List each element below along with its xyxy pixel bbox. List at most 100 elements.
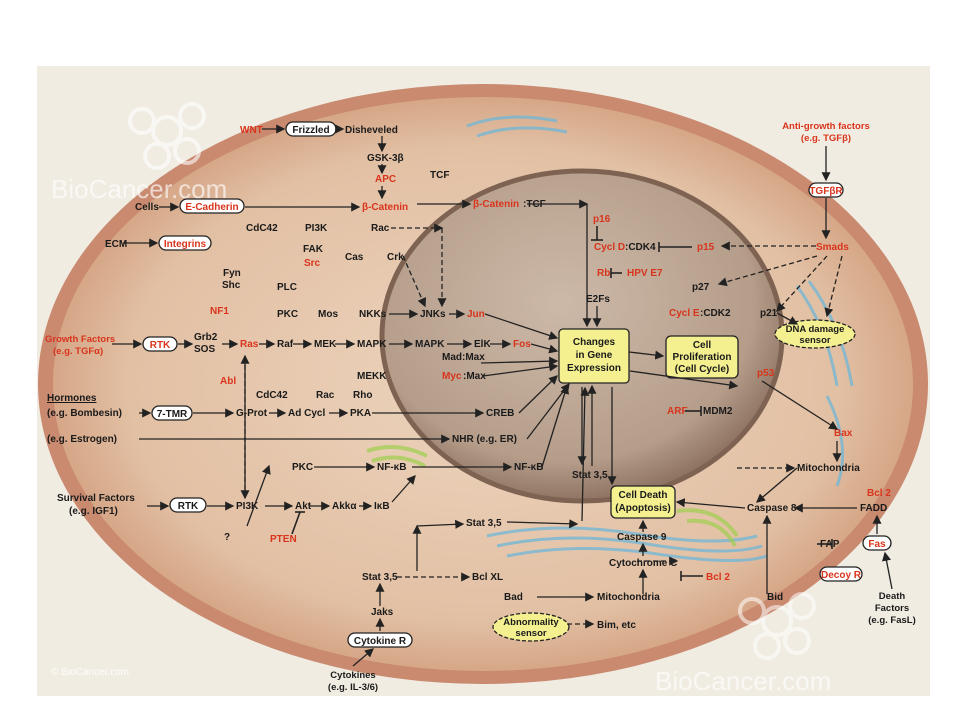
abn-line2: sensor [515,628,546,639]
node-nkks: NKKs [359,309,387,320]
input-ecm: ECM [105,239,127,250]
prolif-line2: Proliferation [673,352,732,363]
watermark-flower-bottom [738,592,816,660]
receptor-rtk-bottom: RTK [178,501,199,512]
prolif-line1: Cell [693,340,712,351]
golgi [366,445,739,547]
node-akt: Akt [295,501,312,512]
receptor-7tmr: 7-TMR [157,409,188,420]
input-cells: Cells [135,202,159,213]
node-mek: MEK [314,339,337,350]
input-growth-factors: Growth Factors [45,334,115,345]
dna-line1: DNA damage [786,324,845,335]
node-ikb: IκB [374,501,390,512]
input-hormones-eg: (e.g. Bombesin) [47,408,122,419]
node-madmax: Mad:Max [442,352,485,363]
node-p27: p27 [692,282,710,293]
node-jnks: JNKs [420,309,446,320]
node-cdc42-top: CdC42 [246,223,278,234]
cell-death-box [610,485,676,519]
node-sos: SOS [194,344,215,355]
input-hormones: Hormones [47,393,97,404]
node-pkc-top: PKC [277,309,298,320]
input-cytokines-eg: (e.g. IL-3/6) [328,682,378,693]
watermark-flower-top [128,102,206,170]
node-rho: Rho [353,390,372,401]
node-bax: Bax [834,428,853,439]
input-death-2: Factors [875,603,909,614]
node-bcat-tcf-red: β-Catenin [473,199,519,210]
node-max: :Max [463,371,486,382]
node-stat-3: Stat 3,5 [362,572,398,583]
node-plc: PLC [277,282,297,293]
node-raf: Raf [277,339,294,350]
node-pkc-bot: PKC [292,462,313,473]
receptor-ecadherin: E-Cadherin [185,202,238,213]
gene-expression-line3: Expression [567,363,621,374]
node-arf: ARF [667,406,688,417]
watermark-top: BioCancer.com [51,174,227,204]
node-stat-2: Stat 3,5 [466,518,502,529]
node-p15: p15 [697,242,715,253]
node-smads: Smads [816,242,849,253]
input-estrogen: (e.g. Estrogen) [47,434,117,445]
prolif-line3: (Cell Cycle) [675,364,729,375]
dna-damage-sensor [774,319,856,349]
node-stat-1: Stat 3,5 [572,470,608,481]
node-pi3k-top: PI3K [305,223,328,234]
node-fak: FAK [303,244,324,255]
gene-expression-line1: Changes [573,337,616,348]
node-grb2: Grb2 [194,332,218,343]
input-anti-growth-eg: (e.g. TGFβ) [801,133,851,144]
death-line1: Cell Death [619,490,668,501]
node-shc: Shc [222,280,241,291]
dashed-arrows [240,223,843,629]
node-jaks: Jaks [371,607,394,618]
node-e2fs: E2Fs [586,294,610,305]
node-mito-right: Mitochondria [797,463,860,474]
receptor-cytokine: Cytokine R [354,636,407,647]
node-elk: ElK [474,339,491,350]
node-mapk-1: MAPK [357,339,387,350]
pathway-diagram: Changes in Gene Expression Cell Prolifer… [38,84,928,696]
node-fadd: FADD [860,503,887,514]
node-nfkb-2: NF-κB [514,462,543,473]
receptor-integrins: Integrins [164,239,207,250]
node-labels: Disheveled GSK-3β APC β-Catenin TCF β-Ca… [194,125,891,631]
node-mdm2: MDM2 [703,406,733,417]
abnormality-sensor [492,612,570,642]
receptor-tgfbr: TGFβR [809,186,843,197]
node-ras: Ras [240,339,259,350]
dna-line2: sensor [799,335,830,346]
gene-expression-box [558,328,630,384]
watermark-bottom: BioCancer.com [655,666,831,696]
solid-arrows [112,124,893,667]
node-mito-bot: Mitochondria [597,592,660,603]
node-bim: Bim, etc [597,620,636,631]
node-tcf: TCF [430,170,449,181]
node-abl: Abl [220,376,236,387]
node-nfkb-1: NF-κB [377,462,406,473]
input-survival: Survival Factors [57,493,135,504]
node-myc: Myc [442,371,462,382]
pathway-figure: Changes in Gene Expression Cell Prolifer… [37,66,930,696]
node-cdk4: :CDK4 [625,242,656,253]
node-casp9: Caspase 9 [617,532,667,543]
input-cytokines: Cytokines [330,670,375,681]
node-p16: p16 [593,214,611,225]
receptor-rtk-top: RTK [150,340,171,351]
node-cycle-red: Cycl E [669,308,700,319]
node-gprot: G-Prot [236,408,268,419]
node-src: Src [304,258,321,269]
input-death-3: (e.g. FasL) [868,615,916,626]
node-fyn: Fyn [223,268,241,279]
watermark-copyright: © BioCancer.com [51,667,129,678]
node-jun: Jun [467,309,485,320]
node-cdk2: :CDK2 [700,308,731,319]
node-gsk3b: GSK-3β [367,153,404,164]
node-bcl2-right: Bcl 2 [867,488,891,499]
inhibition-bars [291,226,833,581]
node-mekk: MEKK [357,371,387,382]
node-nf1: NF1 [210,306,229,317]
